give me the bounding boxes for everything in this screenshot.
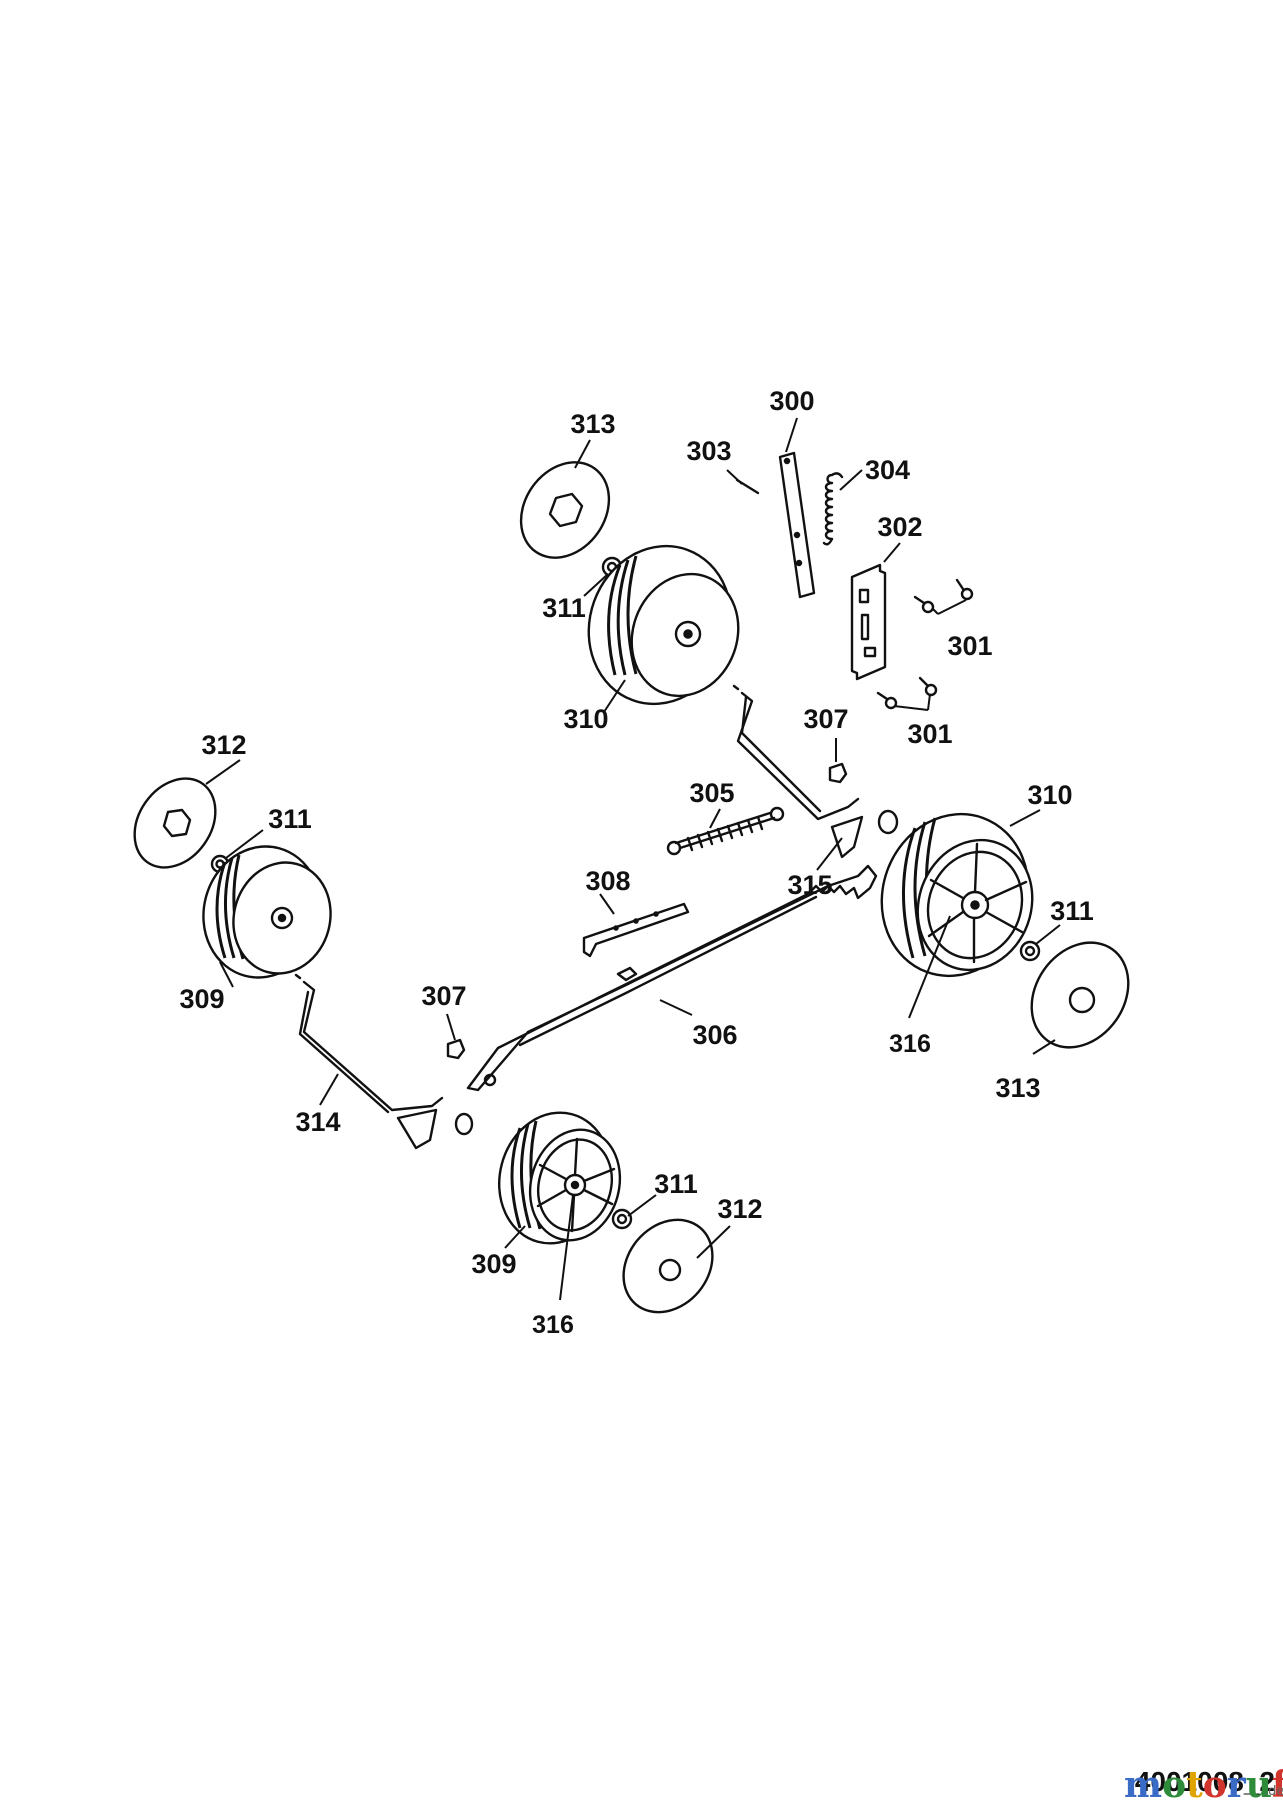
wheel-309-bottom <box>497 1111 622 1245</box>
hub-cap-313-top <box>519 461 611 559</box>
part-label: 313 <box>570 409 615 439</box>
part-label: 311 <box>268 804 312 834</box>
wheel-310-top <box>587 544 740 706</box>
part-label: 301 <box>907 719 952 749</box>
part-label: 308 <box>585 866 630 896</box>
axle-314 <box>294 973 474 1150</box>
part-label: 311 <box>542 593 586 623</box>
hub-cap-312-bottom <box>622 1218 714 1314</box>
part-labels: 300 303 304 313 302 311 301 310 301 307 … <box>179 386 1093 1339</box>
wheel-309-left <box>202 845 332 979</box>
part-label: 309 <box>471 1249 516 1279</box>
leader-lines <box>205 417 1061 1301</box>
part-label: 314 <box>295 1107 340 1137</box>
bracket-300 <box>778 451 816 599</box>
part-label: 300 <box>769 386 814 416</box>
part-label: 311 <box>654 1169 698 1199</box>
hub-cap-312-left <box>133 777 217 869</box>
part-label: 312 <box>201 730 246 760</box>
diagram-reference-number: 4001008_2 <box>1135 1766 1275 1797</box>
part-label: 301 <box>947 631 992 661</box>
nut-311-right <box>1019 940 1041 962</box>
nut-311-bottom <box>611 1208 633 1230</box>
clip-307-right <box>828 762 848 784</box>
part-label: 316 <box>532 1311 574 1339</box>
watermark-text: motoruf <box>1124 1764 1283 1800</box>
hub-cap-313-right <box>1030 941 1130 1049</box>
motoruf-watermark-logo: motoruf .de <box>1124 1764 1283 1800</box>
part-label: 310 <box>563 704 608 734</box>
part-label: 313 <box>995 1073 1040 1103</box>
part-label: 312 <box>717 1194 762 1224</box>
part-label: 305 <box>689 778 734 808</box>
spring-305 <box>666 806 785 856</box>
watermark-suffix: .de <box>1264 1784 1283 1799</box>
spring-304 <box>822 472 844 546</box>
clip-307-left <box>446 1038 466 1060</box>
part-label: 309 <box>179 984 224 1014</box>
lever-308 <box>582 902 690 958</box>
plate-302 <box>850 563 887 681</box>
part-label: 316 <box>889 1030 931 1058</box>
screws-301 <box>876 578 974 710</box>
part-label: 306 <box>692 1020 737 1050</box>
part-label: 315 <box>787 870 832 900</box>
part-label: 310 <box>1027 780 1072 810</box>
part-label: 311 <box>1050 896 1094 926</box>
part-label: 304 <box>865 455 910 485</box>
part-label: 307 <box>421 981 466 1011</box>
part-label: 302 <box>877 512 922 542</box>
part-label: 307 <box>803 704 848 734</box>
lever-frame-306 <box>466 864 878 1092</box>
axle-315 <box>732 684 899 859</box>
part-label: 303 <box>686 436 731 466</box>
